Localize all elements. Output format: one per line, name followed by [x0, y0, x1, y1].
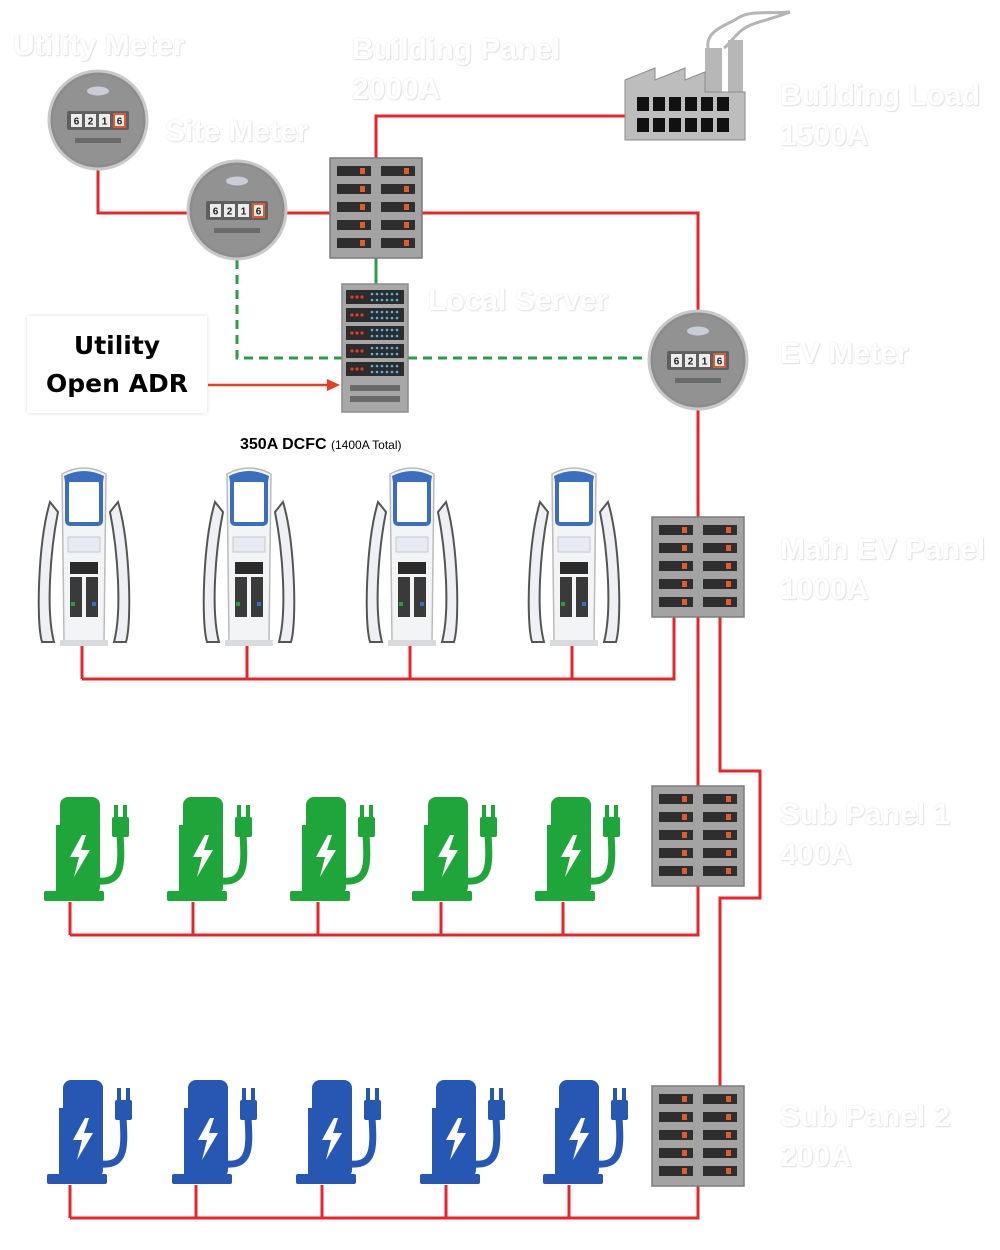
sub-panel-2-label: Sub Panel 2 200A	[780, 1097, 950, 1177]
building-panel-label: Building Panel 2000A	[352, 30, 560, 110]
green-ev-charger-icon	[412, 797, 497, 901]
dcfc-charger-icon	[364, 466, 460, 648]
main-ev-panel-rating: 1000A	[780, 573, 869, 606]
site-meter-label: Site Meter	[165, 115, 309, 148]
utility-meter-icon	[47, 69, 149, 171]
blue-ev-charger-icon	[296, 1080, 381, 1184]
green-ev-charger-icon	[167, 797, 252, 901]
utility-meter-label: Utility Meter	[13, 29, 185, 62]
sub-panel-1-rating: 400A	[780, 838, 852, 871]
power-wiring	[68, 114, 762, 1220]
server-rack-icon	[341, 283, 409, 413]
dcfc-charger-icon	[36, 466, 132, 648]
openadr-line-2: Open ADR	[46, 368, 188, 398]
ev-meter-label: EV Meter	[780, 337, 909, 370]
building-load-rating: 1500A	[780, 119, 869, 152]
openadr-arrow	[208, 379, 340, 391]
building-panel-name: Building Panel	[352, 33, 561, 66]
sub-panel-1-icon	[652, 786, 744, 886]
green-ev-charger-icon	[290, 797, 375, 901]
building-panel-rating: 2000A	[352, 73, 441, 106]
site-meter-icon	[186, 159, 288, 261]
sub-panel-2-icon	[652, 1086, 744, 1186]
green-ev-charger-icon	[44, 797, 129, 901]
green-ev-charger-icon	[535, 797, 620, 901]
local-server-label: Local Server	[428, 284, 609, 317]
sub-panel-1-name: Sub Panel 1	[780, 798, 951, 831]
main-ev-panel-icon	[652, 517, 744, 617]
building-load-name: Building Load	[780, 79, 980, 112]
blue-ev-charger-icon	[420, 1080, 505, 1184]
sub-panel-1-label: Sub Panel 1 400A	[780, 795, 950, 875]
blue-ev-charger-icon	[543, 1080, 628, 1184]
main-ev-panel-label: Main EV Panel 1000A	[780, 530, 985, 610]
main-ev-panel-name: Main EV Panel	[780, 533, 986, 566]
building-panel-icon	[330, 158, 422, 258]
blue-ev-charger-icon	[47, 1080, 132, 1184]
dcfc-charger-icon	[526, 466, 622, 648]
ev-meter-icon	[647, 309, 749, 411]
sub-panel-2-rating: 200A	[780, 1140, 852, 1173]
blue-ev-charger-icon	[172, 1080, 257, 1184]
sub-panel-2-name: Sub Panel 2	[780, 1100, 951, 1133]
utility-openadr-box: Utility Open ADR	[27, 316, 207, 413]
factory-icon	[624, 10, 791, 141]
dcfc-caption-note: (1400A Total)	[331, 438, 402, 452]
building-load-label: Building Load 1500A	[780, 76, 980, 156]
openadr-line-1: Utility	[73, 330, 161, 360]
dcfc-caption: 350A DCFC (1400A Total)	[240, 436, 402, 454]
dcfc-charger-icon	[201, 466, 297, 648]
dcfc-caption-main: 350A DCFC	[240, 436, 327, 453]
data-links	[235, 258, 650, 360]
